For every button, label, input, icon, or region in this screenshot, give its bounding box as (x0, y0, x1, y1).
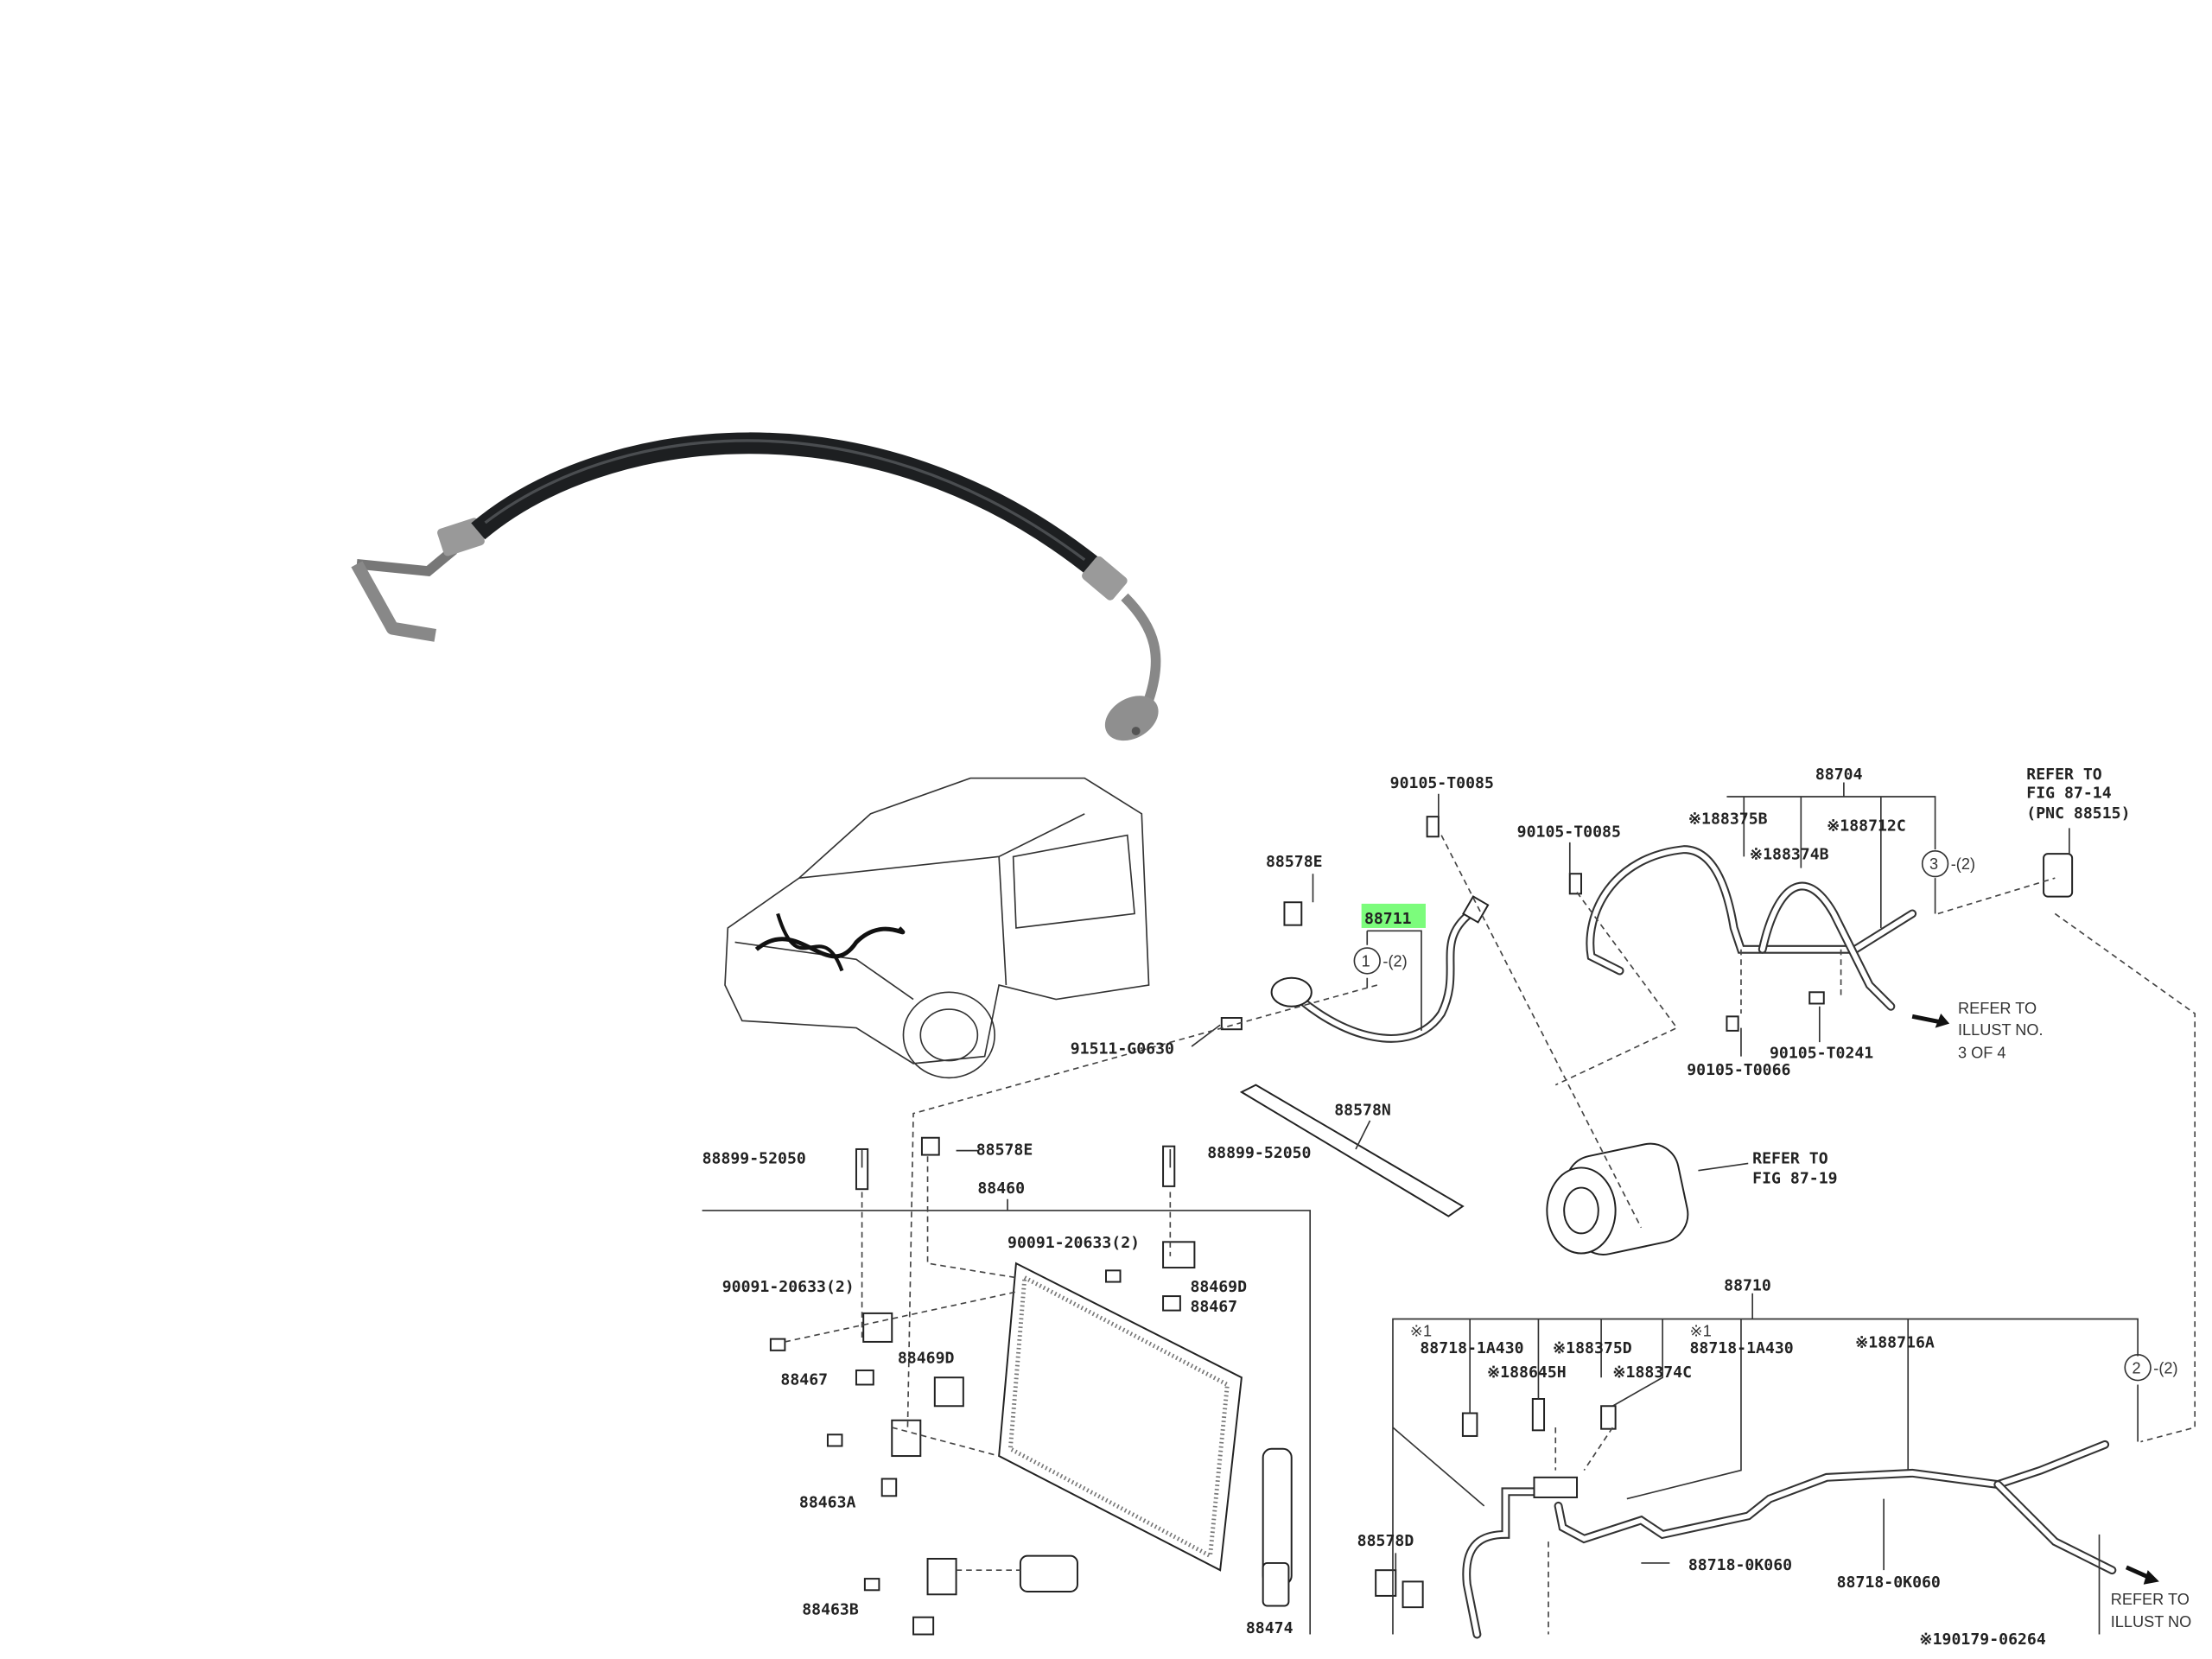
label-90105-t0085[interactable]: 90105-T0085 (1390, 774, 1494, 792)
label-88578e[interactable]: 88578E (976, 1141, 1033, 1160)
label-88716a[interactable]: ※188716A (1855, 1334, 1935, 1352)
label-90179-06264[interactable]: ※190179-06264 (1919, 1630, 2045, 1649)
refer-fig-87-14-line1[interactable]: REFER TO (2026, 766, 2102, 784)
callout-2-qty: -(2) (2153, 1359, 2177, 1376)
tube-88704-drawing (1568, 845, 2074, 1032)
compressor-drawing (1546, 1142, 1689, 1255)
callout-1-number: 1 (1362, 953, 1370, 970)
hose-88711-drawing (1220, 816, 1490, 1043)
label-88718-1a430[interactable]: 88718-1A430 (1690, 1339, 1794, 1357)
refer-fig-87-14-line2[interactable]: FIG 87-14 (2026, 785, 2111, 803)
label-88578e[interactable]: 88578E (1266, 853, 1323, 871)
label-88474[interactable]: 88474 (1246, 1619, 1294, 1637)
refer-illust-line1[interactable]: REFER TO (2111, 1591, 2190, 1608)
callout-1-qty: -(2) (1382, 953, 1407, 970)
label-90091-20633[interactable]: 90091-20633(2) (722, 1278, 855, 1296)
hose-photo (351, 432, 1161, 741)
refer-illust-3of4-line1[interactable]: REFER TO (1958, 1000, 2037, 1017)
label-90105-t0085[interactable]: 90105-T0085 (1517, 823, 1621, 841)
leader-lines (702, 782, 2139, 1635)
mark-1: ※1 (1410, 1322, 1432, 1339)
label-88463a[interactable]: 88463A (799, 1494, 856, 1512)
callout-2-number: 2 (2133, 1359, 2141, 1376)
callout-circle-1 (1353, 947, 1381, 975)
label-88578d[interactable]: 88578D (1357, 1532, 1414, 1550)
dashed-guides (785, 835, 2196, 1635)
label-88463b[interactable]: 88463B (802, 1600, 859, 1618)
label-88375d[interactable]: ※188375D (1553, 1339, 1632, 1357)
label-88712c[interactable]: ※188712C (1827, 817, 1906, 836)
label-88374b[interactable]: ※188374B (1750, 846, 1829, 864)
condenser-drawing (769, 1136, 1293, 1636)
label-88718-0k060[interactable]: 88718-0K060 (1837, 1573, 1941, 1592)
tube-88710-drawing (1375, 1398, 2159, 1639)
label-88375b[interactable]: ※188375B (1688, 810, 1768, 828)
label-88467[interactable]: 88467 (780, 1370, 828, 1389)
refer-illust-line2[interactable]: ILLUST NO (2111, 1613, 2192, 1630)
refer-fig-87-14-line3[interactable]: (PNC 88515) (2026, 804, 2130, 823)
callout-3-number: 3 (1929, 855, 1938, 873)
label-88578n[interactable]: 88578N (1334, 1101, 1391, 1119)
label-90105-t0241[interactable]: 90105-T0241 (1770, 1044, 1873, 1062)
label-88704[interactable]: 88704 (1815, 766, 1863, 784)
label-88467[interactable]: 88467 (1190, 1298, 1237, 1316)
vehicle-illustration (724, 777, 1150, 1079)
refer-fig-87-19-line1[interactable]: REFER TO (1752, 1149, 1828, 1167)
label-88711-highlighted[interactable]: 88711 (1364, 910, 1412, 928)
callout-circle-3 (1921, 849, 1949, 878)
refer-illust-3of4-line2[interactable]: ILLUST NO. (1958, 1021, 2044, 1039)
label-90091-20633[interactable]: 90091-20633(2) (1007, 1234, 1140, 1252)
refer-fig-87-19-line2[interactable]: FIG 87-19 (1752, 1170, 1837, 1188)
callout-3-qty: -(2) (1951, 855, 1975, 873)
label-88469d[interactable]: 88469D (1190, 1278, 1247, 1296)
label-88645h[interactable]: ※188645H (1487, 1363, 1567, 1382)
label-88710[interactable]: 88710 (1724, 1276, 1771, 1294)
part-labels: 90105-T0085 90105-T0085 88704 ※188375B ※… (702, 766, 2192, 1649)
strip-88578n (1239, 1084, 1465, 1217)
callout-circle-2 (2124, 1353, 2152, 1382)
label-88460[interactable]: 88460 (977, 1179, 1025, 1198)
label-88374c[interactable]: ※188374C (1612, 1363, 1692, 1382)
label-88899-52050[interactable]: 88899-52050 (702, 1149, 806, 1167)
highlight-88711 (1361, 903, 1426, 928)
label-91511-g0630[interactable]: 91511-G0630 (1071, 1039, 1174, 1058)
mark-1: ※1 (1690, 1322, 1712, 1339)
label-88899-52050[interactable]: 88899-52050 (1207, 1144, 1311, 1162)
refer-illust-3of4-line3[interactable]: 3 OF 4 (1958, 1044, 2006, 1061)
label-88718-0k060[interactable]: 88718-0K060 (1688, 1556, 1792, 1574)
label-90105-t0066[interactable]: 90105-T0066 (1687, 1061, 1790, 1079)
label-88469d[interactable]: 88469D (898, 1350, 955, 1368)
label-88718-1a430[interactable]: 88718-1A430 (1420, 1339, 1523, 1357)
